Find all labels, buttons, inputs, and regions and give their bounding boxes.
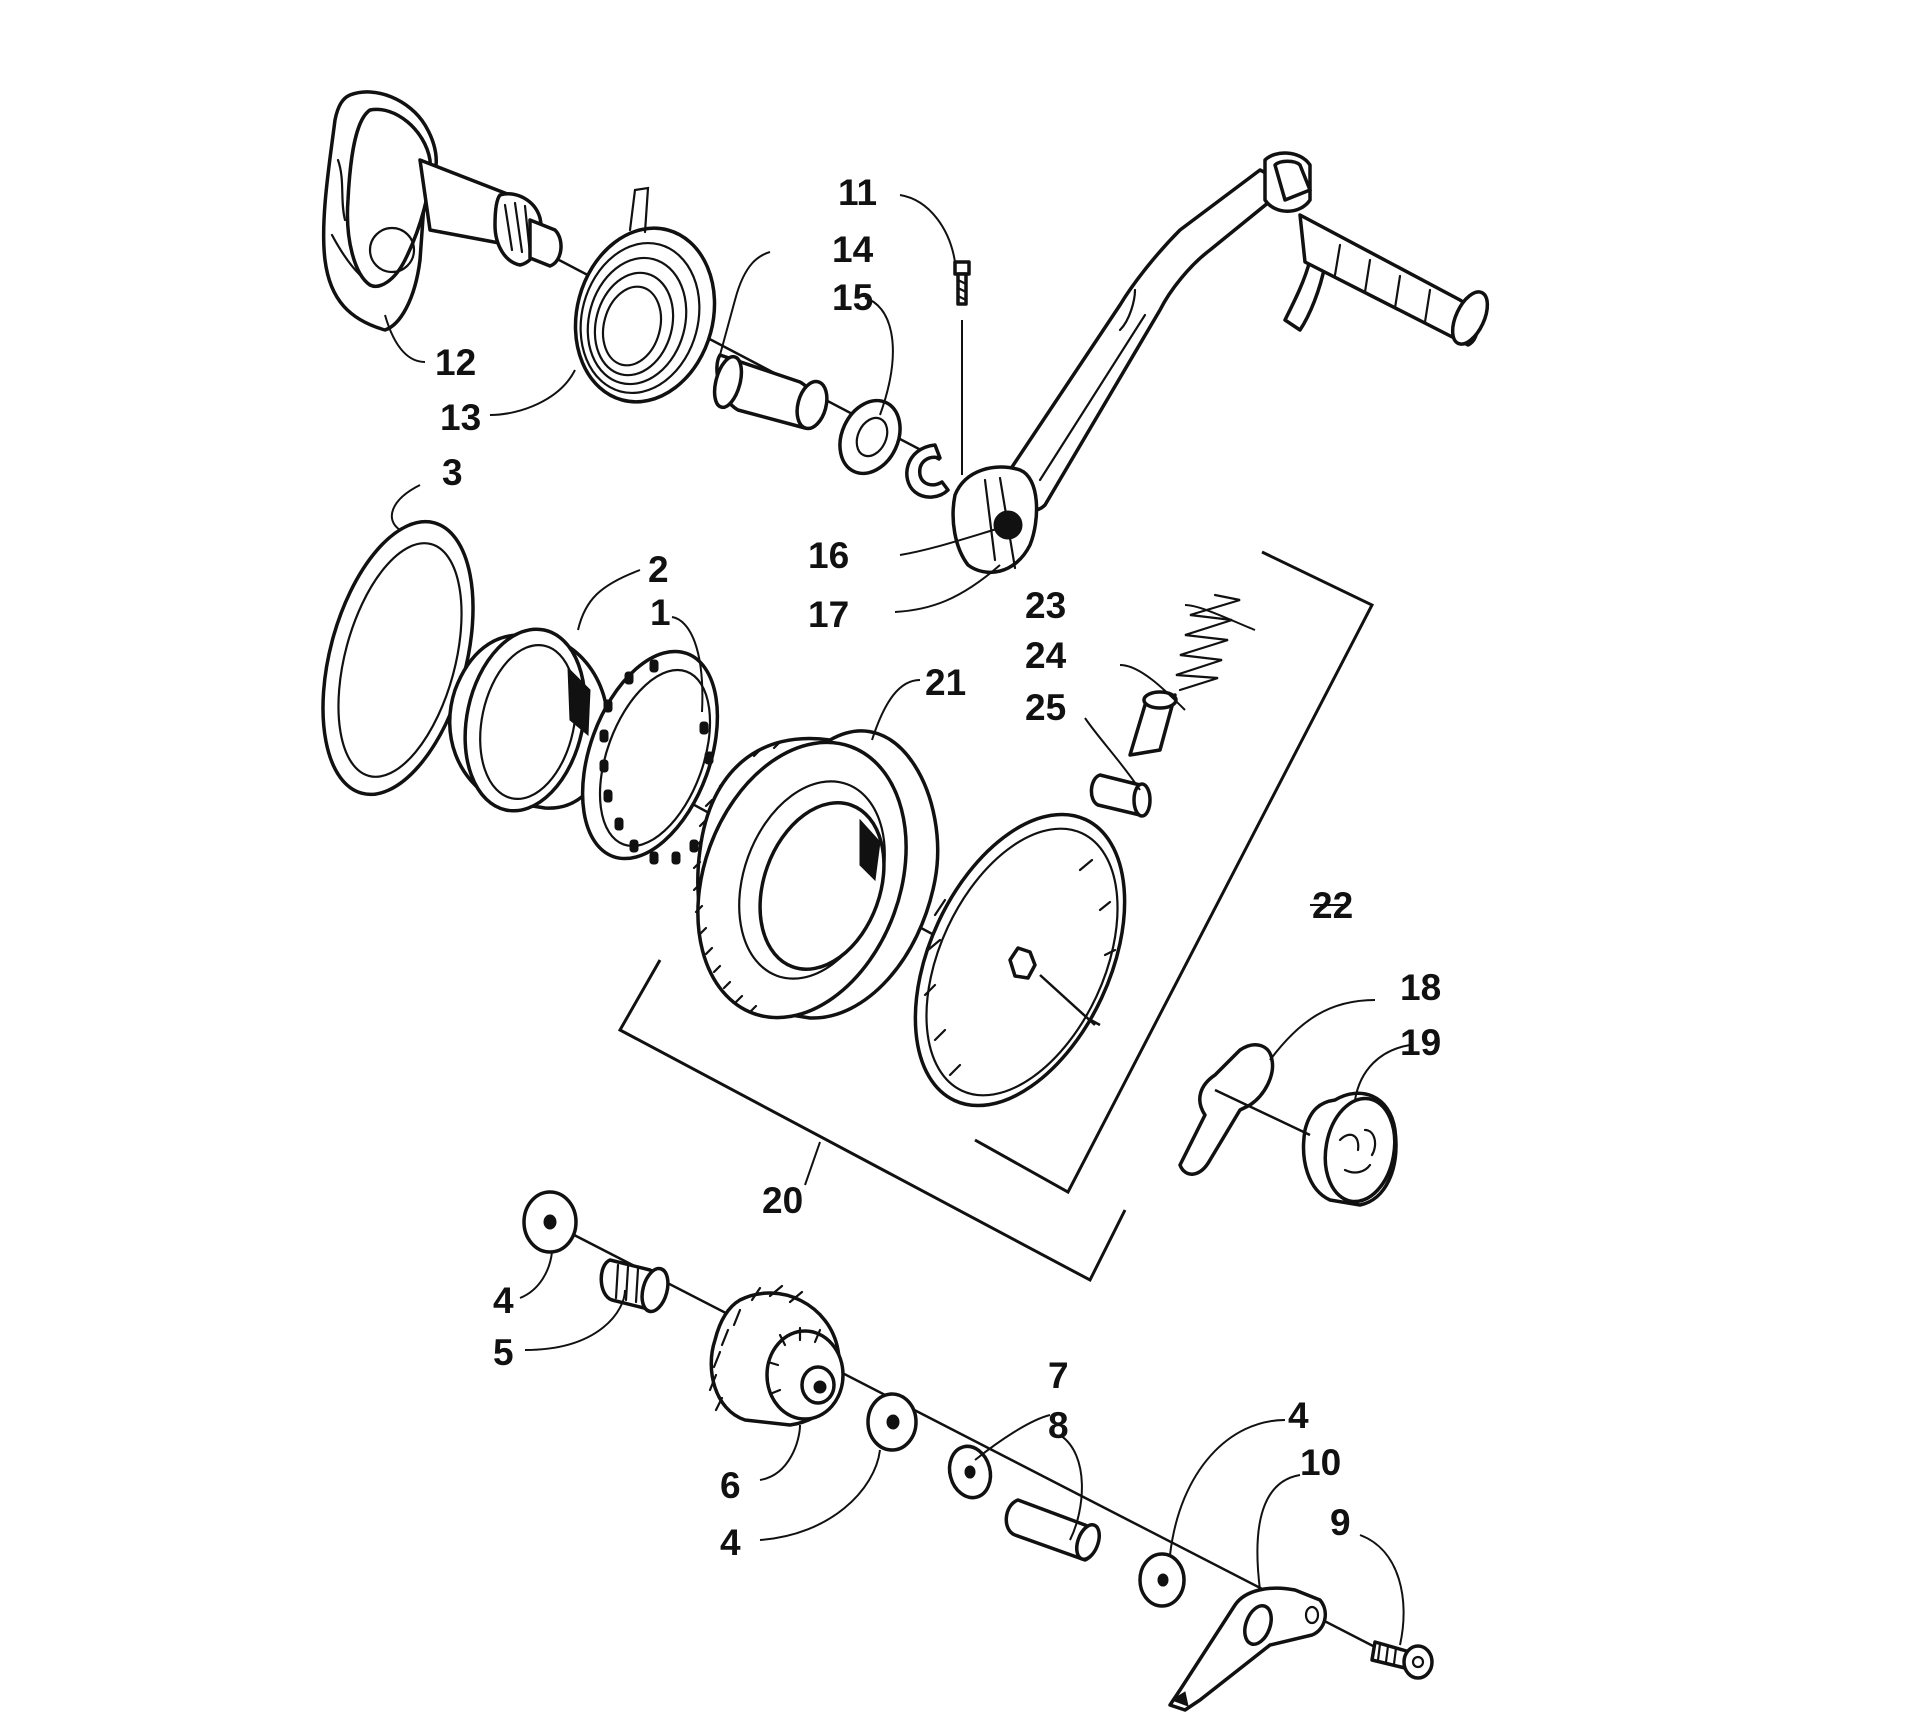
thrust-washer-mid-part <box>866 1392 918 1452</box>
bushing-part <box>712 353 829 431</box>
thrust-washer-right-part <box>1138 1552 1186 1608</box>
callout-17: 17 <box>808 594 849 635</box>
cap-part <box>1214 1088 1398 1207</box>
callout-15: 15 <box>832 277 873 318</box>
callout-4-left: 4 <box>493 1280 514 1321</box>
guide-plate-part <box>1178 1043 1275 1176</box>
washer-part <box>838 398 902 476</box>
callout-4-mid: 4 <box>720 1522 741 1563</box>
kick-lever-part <box>951 151 1490 574</box>
bearing-race-part <box>447 627 610 813</box>
torsion-spring-part <box>573 186 717 404</box>
callout-16: 16 <box>808 535 849 576</box>
callout-labels: 1 2 3 4 5 6 4 7 8 4 10 9 11 14 15 12 13 … <box>435 172 1441 1563</box>
callout-24: 24 <box>1025 635 1067 676</box>
needle-bearing-part <box>580 649 720 865</box>
stopper-plate-part <box>1168 1586 1328 1712</box>
idler-gear-part <box>708 1284 845 1427</box>
callout-20: 20 <box>762 1180 803 1221</box>
callout-3: 3 <box>442 452 463 493</box>
assembly-bracket-20 <box>617 959 1127 1283</box>
callout-8: 8 <box>1048 1405 1069 1446</box>
callout-23: 23 <box>1025 585 1066 626</box>
callout-11: 11 <box>838 172 877 213</box>
callout-6: 6 <box>720 1465 741 1506</box>
callout-22: 22 <box>1312 885 1353 926</box>
callout-1: 1 <box>650 592 671 633</box>
starter-shaft-part <box>321 90 563 332</box>
callout-5: 5 <box>493 1332 514 1373</box>
callout-4-right: 4 <box>1288 1395 1309 1436</box>
callout-12: 12 <box>435 342 476 383</box>
ratchet-plunger-part <box>1089 773 1152 818</box>
callout-19: 19 <box>1400 1022 1441 1063</box>
idler-bolt-part <box>1370 1640 1434 1680</box>
assembly-bracket-22 <box>974 550 1375 1195</box>
callout-14: 14 <box>832 229 874 270</box>
shim-washer-part <box>947 1444 993 1500</box>
needle-cage-part <box>599 1258 670 1314</box>
callout-21: 21 <box>925 662 966 703</box>
snap-clip-part <box>905 443 950 499</box>
ratchet-spring-part <box>1175 593 1241 692</box>
callout-25: 25 <box>1025 687 1066 728</box>
callout-2: 2 <box>648 549 669 590</box>
callout-18: 18 <box>1400 967 1441 1008</box>
leader-lines <box>384 194 1411 1646</box>
ratchet-pin-part <box>1128 690 1178 757</box>
idler-shaft-part <box>1004 1498 1101 1562</box>
callout-7: 7 <box>1048 1355 1069 1396</box>
bolt-part <box>953 260 971 475</box>
callout-9: 9 <box>1330 1502 1351 1543</box>
thrust-washer-left-part <box>522 1190 578 1254</box>
driven-gear-part <box>692 729 940 1020</box>
callout-10: 10 <box>1300 1442 1341 1483</box>
ratchet-part <box>913 812 1127 1108</box>
callout-13: 13 <box>440 397 481 438</box>
